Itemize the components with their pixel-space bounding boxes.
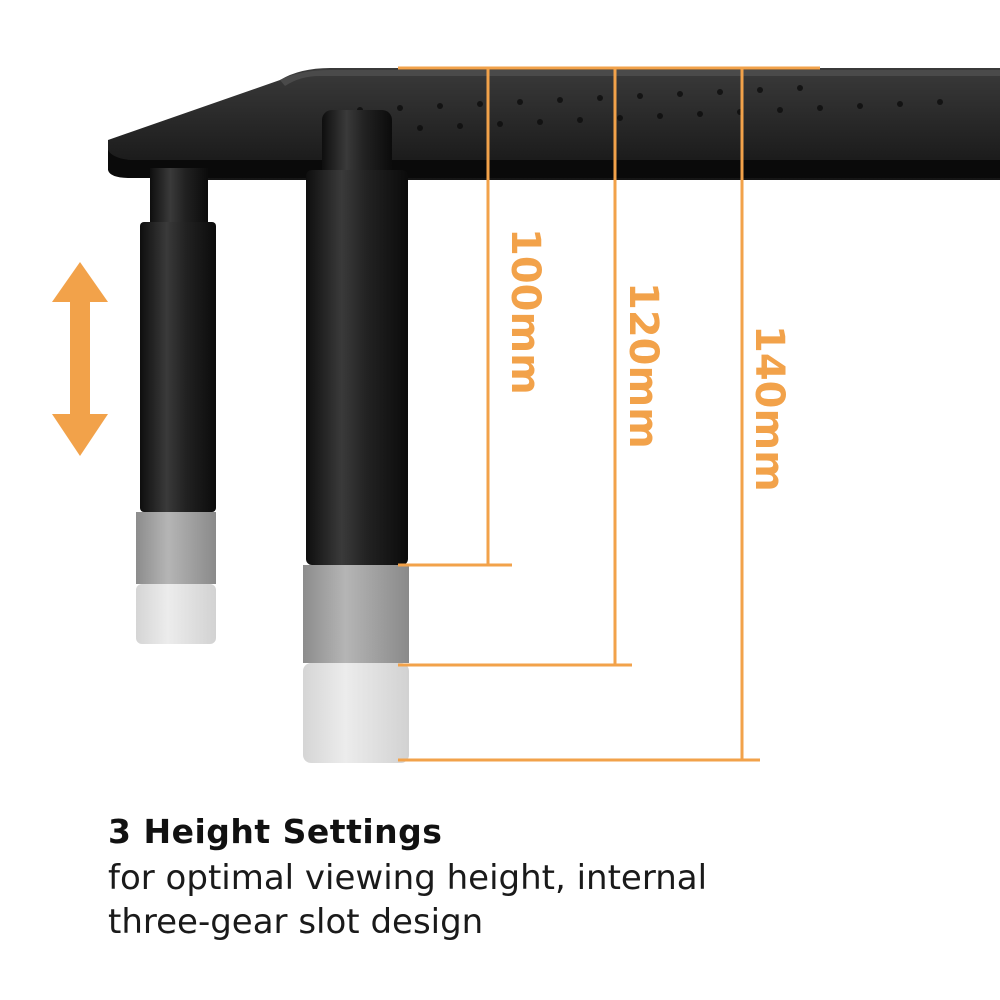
dimension-label-140mm: 140mm [746,325,792,492]
monitor-stand-illustration: 100mm 120mm 140mm [52,66,1000,763]
dimension-lines [398,66,820,762]
stand-leg-front [303,110,409,763]
caption-title: 3 Height Settings [108,812,443,851]
stand-leg-back [136,168,216,644]
caption-line-2: three-gear slot design [108,902,484,942]
vertical-double-arrow-icon [52,262,108,456]
caption-description: for optimal viewing height, internal thr… [108,856,988,944]
caption-line-1: for optimal viewing height, internal [108,858,708,898]
stand-tabletop [108,68,1000,180]
caption: 3 Height Settings for optimal viewing he… [108,808,988,944]
dimension-label-120mm: 120mm [620,282,666,449]
dimension-label-100mm: 100mm [502,228,548,395]
